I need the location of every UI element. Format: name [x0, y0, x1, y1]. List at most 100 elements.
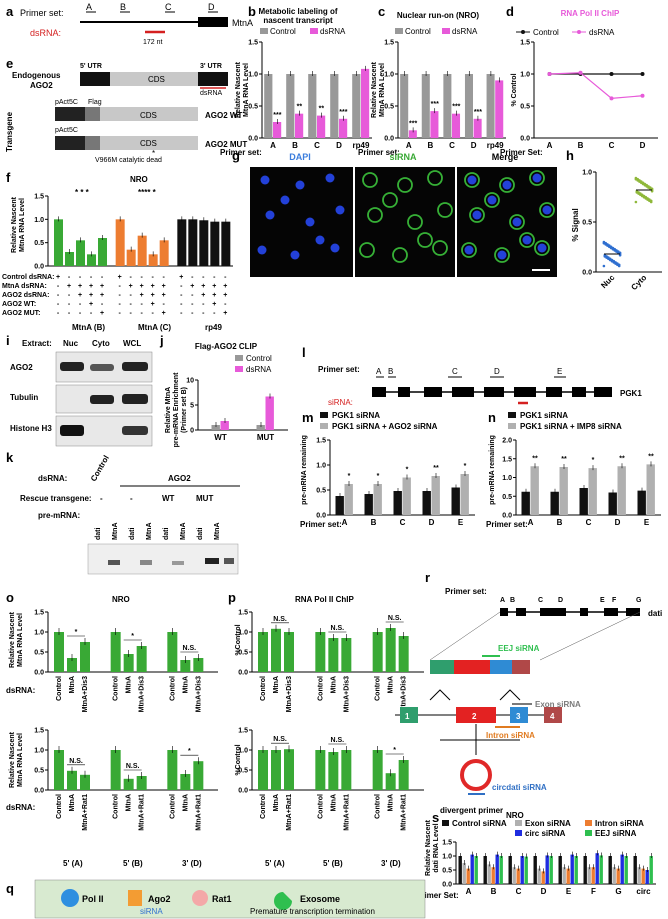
chart-p-top-xtick-label: Control — [375, 676, 382, 701]
f-sign-cell: - — [68, 301, 71, 308]
chart-o-top-sig-label: * — [75, 629, 78, 636]
e-mut-star: * — [152, 149, 155, 158]
c-title: Nuclear run-on (NRO) — [397, 11, 480, 20]
legend-m — [320, 412, 328, 429]
chart-o-top-bar — [123, 654, 134, 672]
chart-p-bot-xtick-label: Control — [317, 794, 324, 819]
chart-p-top-xtick-label: Control — [260, 676, 267, 701]
chart-d-ytick-label: 0.5 — [520, 104, 530, 111]
b-ylabel1: Relative Nascent — [235, 61, 242, 118]
f-sign-cell: + — [212, 292, 216, 299]
f-title: NRO — [130, 175, 148, 184]
chart-f-bar — [199, 220, 209, 266]
e-mut-label: AGO2 MUT — [205, 140, 247, 149]
chart-s-bar — [545, 855, 549, 884]
chart-b-bar — [286, 74, 295, 138]
k-wt: WT — [162, 494, 175, 503]
chart-p-top-sig-label: N.S. — [273, 616, 287, 623]
panel-label-s: s — [432, 810, 439, 825]
chart-s-bar — [612, 867, 616, 884]
chart-m-bar — [344, 484, 353, 515]
d-title: RNA Pol II ChIP — [561, 9, 620, 18]
l-primer-A: A — [376, 367, 382, 376]
chart-n-ytick-label: 2.0 — [502, 438, 512, 445]
l-primer-C: C — [452, 367, 458, 376]
chart-n-ytick-label: 1.5 — [502, 456, 512, 463]
chart-m: 0.00.51.01.5A*B*C*D**E* — [316, 438, 475, 527]
chart-s-bar — [570, 854, 574, 884]
r-primer-A: A — [500, 597, 505, 604]
chart-p-top-xtick-label: Control — [317, 676, 324, 701]
chart-d-ytick-label: 0.0 — [520, 136, 530, 143]
s-legend-label: EEJ siRNA — [595, 829, 637, 838]
chart-p-top-ytick-label: 0.5 — [238, 650, 248, 657]
chart-o-top-xtick-label: Control — [56, 676, 63, 701]
f-sign-cell: - — [118, 310, 121, 317]
o-dsrna-top: dsRNA: — [6, 686, 35, 695]
p-group-0: 5' (A) — [265, 859, 285, 868]
chart-o-bot-xtick-label: Control — [56, 794, 63, 819]
g-cell-sirna — [417, 232, 433, 248]
chart-d-point — [640, 72, 645, 76]
f-sign-cell: - — [151, 310, 154, 317]
f-sign-cell: - — [191, 301, 194, 308]
e-dsrna: dsRNA — [200, 90, 223, 97]
chart-h-xtick-label: Nuc — [599, 273, 616, 290]
chart-m-bar — [373, 484, 382, 515]
chart-o-bot-xtick-label: MtnA+Rat1 — [139, 794, 146, 831]
g-cell-sirna — [461, 242, 477, 258]
chart-p-top-xtick-label: MtnA+Dis3 — [401, 676, 408, 712]
f-sign-cell: + — [100, 292, 104, 299]
o-ylabel1-top: Relative Nascent — [9, 611, 16, 668]
i-col-nuc: Nuc — [63, 339, 79, 348]
q-rat1: Rat1 — [212, 894, 232, 904]
g-cell-nucleus — [295, 180, 305, 190]
f-sign-cell: + — [67, 283, 71, 290]
i-extract: Extract: — [22, 339, 52, 348]
f-sign-cell: + — [162, 310, 166, 317]
panel-label-h: h — [566, 148, 574, 163]
chart-s-bar — [574, 856, 578, 884]
e-pact-wt: pAct5C — [55, 99, 78, 106]
b-legend-control: Control — [270, 27, 296, 36]
chart-s-ytick-label: 1.0 — [442, 854, 452, 861]
chart-p-top-bar — [315, 632, 326, 672]
f-sign-cell: + — [151, 301, 155, 308]
chart-o-top-xtick-label: MtnA — [126, 676, 133, 694]
chart-s-bar — [645, 870, 649, 884]
chart-s-bar — [520, 856, 524, 884]
g-cell-sirna — [359, 242, 375, 258]
f-group-0: MtnA (B) — [72, 323, 105, 332]
chart-b-ytick-label: 1.5 — [248, 40, 258, 47]
chart-o-bot-xtick-label: Control — [169, 794, 176, 819]
chart-o-bot-bar — [136, 776, 147, 790]
panel-label-a: a — [6, 4, 14, 19]
o-dsrna-bot: dsRNA: — [6, 803, 35, 812]
chart-c-bar — [430, 111, 439, 138]
chart-b-sig-label: ** — [297, 104, 303, 111]
panel-label-k: k — [6, 450, 14, 465]
chart-o-bot-ytick-label: 0.5 — [34, 768, 44, 775]
panel-label-g: g — [232, 148, 240, 163]
chart-p-bot-xtick-label: MtnA+Rat1 — [401, 794, 408, 831]
f-sign-cell: - — [180, 292, 183, 299]
f-row-4: AGO2 MUT: — [2, 310, 41, 317]
chart-m-bar — [431, 476, 440, 515]
chart-c-bar — [473, 118, 482, 138]
chart-n-ytick-label: 0.5 — [502, 494, 512, 501]
chart-s-bar — [508, 856, 512, 884]
g-microscopy-images — [250, 167, 557, 277]
i-western-blot — [55, 351, 153, 447]
chart-n-bar — [579, 488, 588, 515]
o-ylabel2-bot: MtnA RNA Level — [17, 733, 24, 787]
g-cell-nucleus — [537, 243, 547, 253]
a-primer-label: Primer set: — [20, 8, 64, 18]
f-sign-cell: + — [212, 301, 216, 308]
c-ylabel2: MtnA RNA Level — [379, 63, 386, 117]
g-cell-sirna — [427, 170, 443, 186]
chart-f-bar — [177, 219, 187, 266]
chart-s-bar — [512, 867, 516, 884]
chart-m-bar — [422, 491, 431, 515]
